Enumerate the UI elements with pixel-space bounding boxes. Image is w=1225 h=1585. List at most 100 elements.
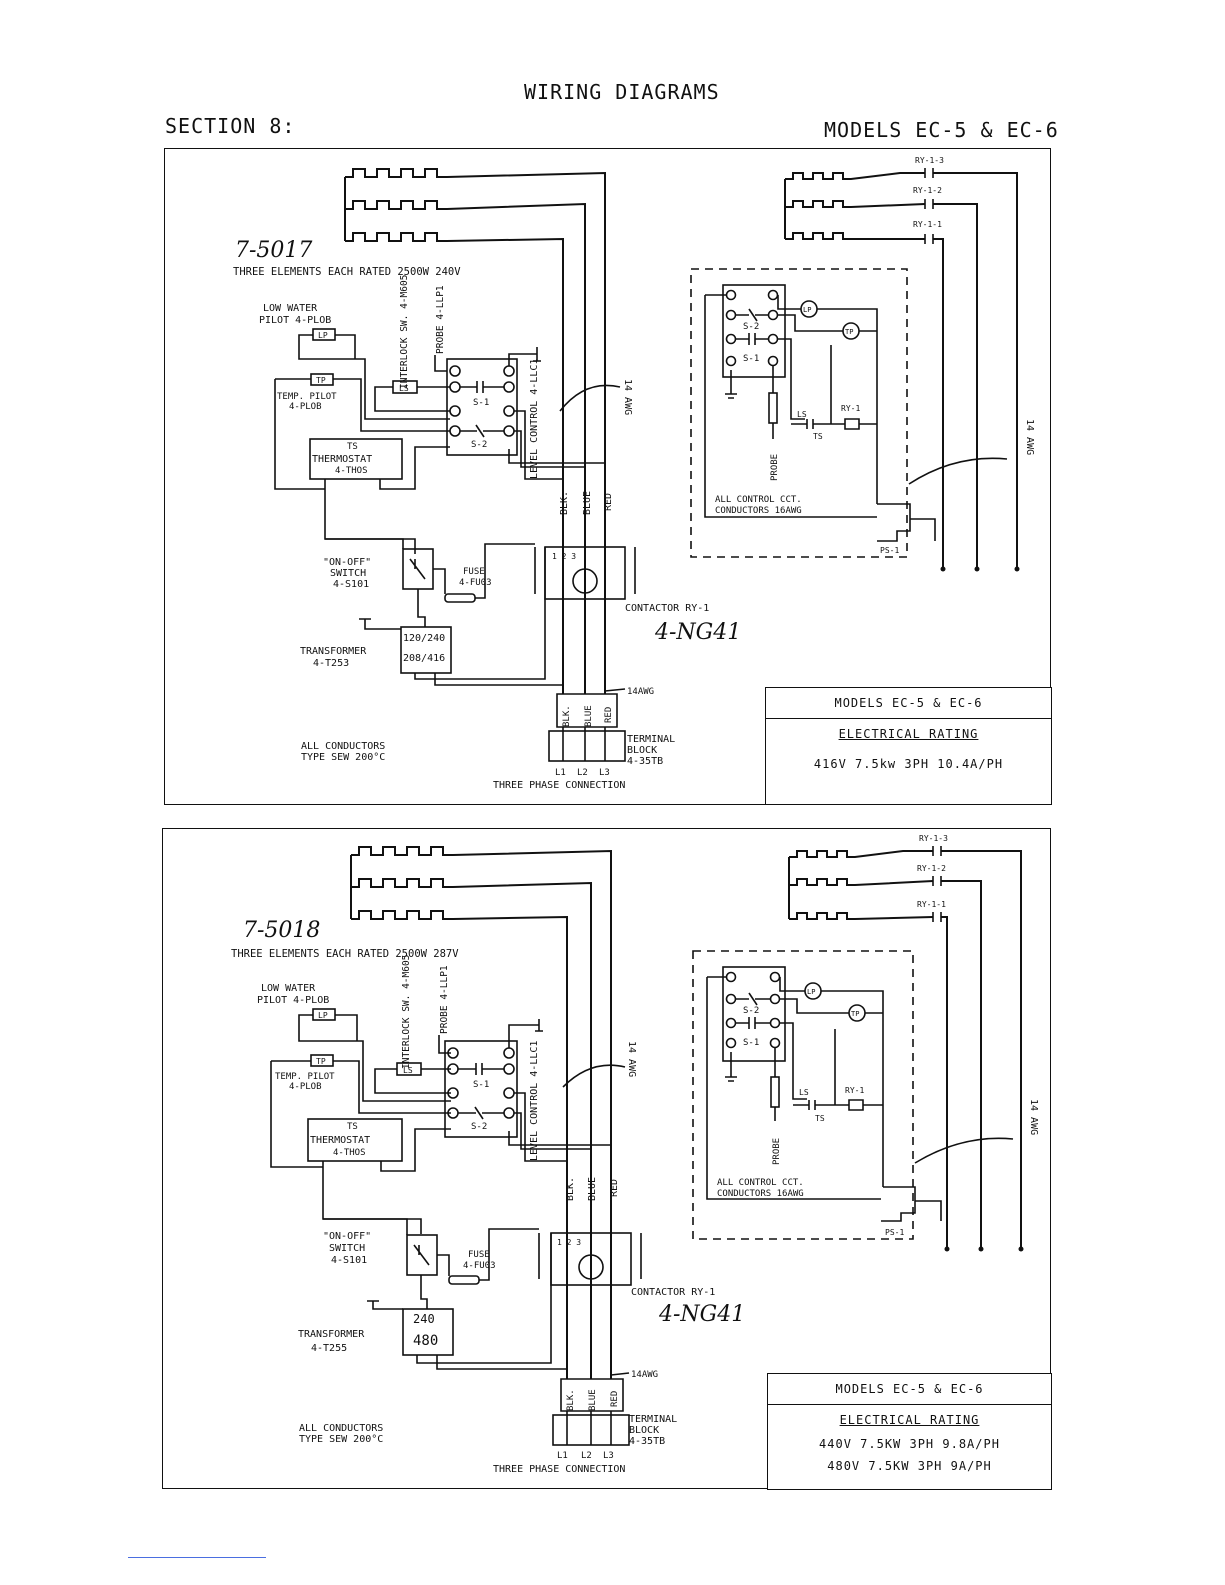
- transformer-box: [400, 626, 452, 674]
- lp-label: LP: [318, 331, 328, 340]
- footer-link-underline: [128, 1557, 266, 1558]
- control-s2: S-2: [743, 322, 759, 332]
- terminal-wire-blk: BLK.: [562, 705, 572, 727]
- rating-models: MODELS EC-5 & EC-6: [768, 1374, 1051, 1405]
- terminal-wire-bundle: [556, 693, 618, 728]
- line-l3: L3: [599, 768, 610, 778]
- terminal-wire-blue: BLUE: [584, 705, 594, 727]
- rating-line-2: 480V 7.5KW 3PH 9A/PH: [827, 1459, 992, 1473]
- terminal-wire-blue: BLUE: [588, 1389, 598, 1411]
- control-ry: RY-1: [841, 404, 860, 413]
- relay-contact-1-1: RY-1-1: [917, 900, 946, 909]
- fuse-symbol: [448, 1275, 480, 1285]
- low-water-pilot-label: LOW WATER: [263, 303, 318, 314]
- transformer-secondary: 208/416: [403, 653, 445, 664]
- relay-contact-1-3: RY-1-3: [919, 834, 948, 843]
- probe-label: PROBE 4-LLP1: [439, 965, 450, 1034]
- s1-label: S-1: [473, 1080, 489, 1090]
- contactor-part: 4-NG41: [658, 1302, 745, 1327]
- transformer-label: TRANSFORMER: [298, 1329, 365, 1340]
- relay-contact-1-3: RY-1-3: [915, 156, 944, 165]
- low-water-pilot-part: PILOT 4-PLOB: [257, 995, 329, 1006]
- relay-contact-1-2: RY-1-2: [913, 186, 942, 195]
- switch-label-1: "ON-OFF": [323, 1231, 371, 1242]
- fuse-part: 4-FU03: [463, 1261, 496, 1271]
- terminal-awg: 14AWG: [631, 1370, 658, 1380]
- rating-line: 416V 7.5kw 3PH 10.4A/PH: [813, 757, 1004, 771]
- s2-label: S-2: [471, 1122, 487, 1132]
- control-probe: PROBE: [770, 454, 780, 481]
- wiring-diagram-svg-2: 7-5018 THREE ELEMENTS EACH RATED 2500W 2…: [231, 834, 1039, 1475]
- terminal-wire-red: RED: [610, 1391, 620, 1407]
- level-control-label: LEVEL CONTROL 4-LLC1: [529, 359, 540, 479]
- contactor-label: CONTACTOR RY-1: [625, 603, 709, 614]
- terminal-block-label-2: BLOCK: [627, 745, 657, 756]
- control-ts: TS: [813, 432, 823, 441]
- terminal-block-label-2: BLOCK: [629, 1425, 659, 1436]
- temp-pilot-label: TEMP. PILOT: [277, 392, 337, 402]
- control-note-1: ALL CONTROL CCT.: [715, 495, 802, 505]
- three-phase-label: THREE PHASE CONNECTION: [493, 780, 625, 791]
- thermostat-label: THERMOSTAT: [310, 1135, 370, 1146]
- terminal-block-label-1: TERMINAL: [627, 734, 675, 745]
- contactor-terminals: 1 2 3: [557, 1238, 581, 1247]
- lp-label: LP: [318, 1011, 328, 1020]
- line-l2: L2: [581, 1451, 592, 1461]
- s2-label: S-2: [471, 440, 487, 450]
- rating-line-1: 440V 7.5KW 3PH 9.8A/PH: [819, 1437, 1000, 1451]
- main-awg-label: 14 AWG: [626, 1041, 637, 1077]
- temp-pilot-part: 4-PLOB: [289, 402, 322, 412]
- control-note-2: CONDUCTORS 16AWG: [715, 506, 802, 516]
- thermostat-ts: TS: [347, 442, 358, 452]
- level-control-block: [444, 1040, 518, 1138]
- heating-elements: [350, 846, 612, 1379]
- line-l1: L1: [555, 768, 566, 778]
- rating-heading: ELECTRICAL RATING: [839, 1413, 980, 1427]
- fuse-label: FUSE: [463, 567, 485, 577]
- wire-color-blue: BLUE: [587, 1177, 598, 1201]
- control-relay-block: [722, 284, 786, 378]
- temp-pilot-part: 4-PLOB: [289, 1082, 322, 1092]
- transformer-label: TRANSFORMER: [300, 646, 367, 657]
- ls-label: LS: [399, 384, 409, 393]
- control-lp: LP: [807, 988, 815, 996]
- line-l3: L3: [603, 1451, 614, 1461]
- tp-label: TP: [316, 1057, 326, 1066]
- terminal-block: [548, 730, 626, 762]
- relay-contact-1-2: RY-1-2: [917, 864, 946, 873]
- control-awg: 14 AWG: [1028, 1099, 1039, 1135]
- switch-label-2: SWITCH: [330, 568, 366, 579]
- thermostat-part: 4-THOS: [333, 1148, 366, 1158]
- terminal-wire-red: RED: [604, 707, 614, 723]
- switch-label-1: "ON-OFF": [323, 557, 371, 568]
- probe-label: PROBE 4-LLP1: [435, 285, 446, 354]
- switch-label-2: SWITCH: [329, 1243, 365, 1254]
- control-probe-symbol: [770, 1076, 780, 1108]
- elements-rating-note: THREE ELEMENTS EACH RATED 2500W 240V: [233, 266, 461, 278]
- page-title: WIRING DIAGRAMS: [524, 80, 720, 104]
- all-conductors-type: TYPE SEW 200°C: [301, 752, 385, 763]
- main-awg-label: 14 AWG: [622, 379, 633, 415]
- wiring-diagram-panel-1: 7-5017 THREE ELEMENTS EACH RATED 2500W 2…: [164, 148, 1052, 805]
- transformer-part: 4-T253: [313, 658, 349, 669]
- s1-label: S-1: [473, 398, 489, 408]
- all-conductors-label: ALL CONDUCTORS: [299, 1423, 383, 1434]
- wire-color-red: RED: [603, 493, 614, 511]
- terminal-wire-bundle: [560, 1378, 624, 1412]
- control-awg: 14 AWG: [1024, 419, 1035, 455]
- transformer-primary: 120/240: [403, 633, 445, 644]
- control-ls: LS: [799, 1088, 809, 1097]
- control-lp: LP: [803, 306, 811, 314]
- wire-color-blk: BLK.: [565, 1177, 576, 1201]
- control-s1: S-1: [743, 1038, 759, 1048]
- wire-color-red: RED: [609, 1179, 620, 1197]
- relay-contact-1-1: RY-1-1: [913, 220, 942, 229]
- wire-color-blue: BLUE: [582, 491, 593, 515]
- control-probe: PROBE: [772, 1138, 782, 1165]
- fuse-part: 4-FU03: [459, 578, 492, 588]
- wiring-diagram-panel-2: 7-5018 THREE ELEMENTS EACH RATED 2500W 2…: [162, 828, 1052, 1490]
- control-ts: TS: [815, 1114, 825, 1123]
- control-s1: S-1: [743, 354, 759, 364]
- transformer-part: 4-T255: [311, 1343, 347, 1354]
- tp-label: TP: [316, 376, 326, 385]
